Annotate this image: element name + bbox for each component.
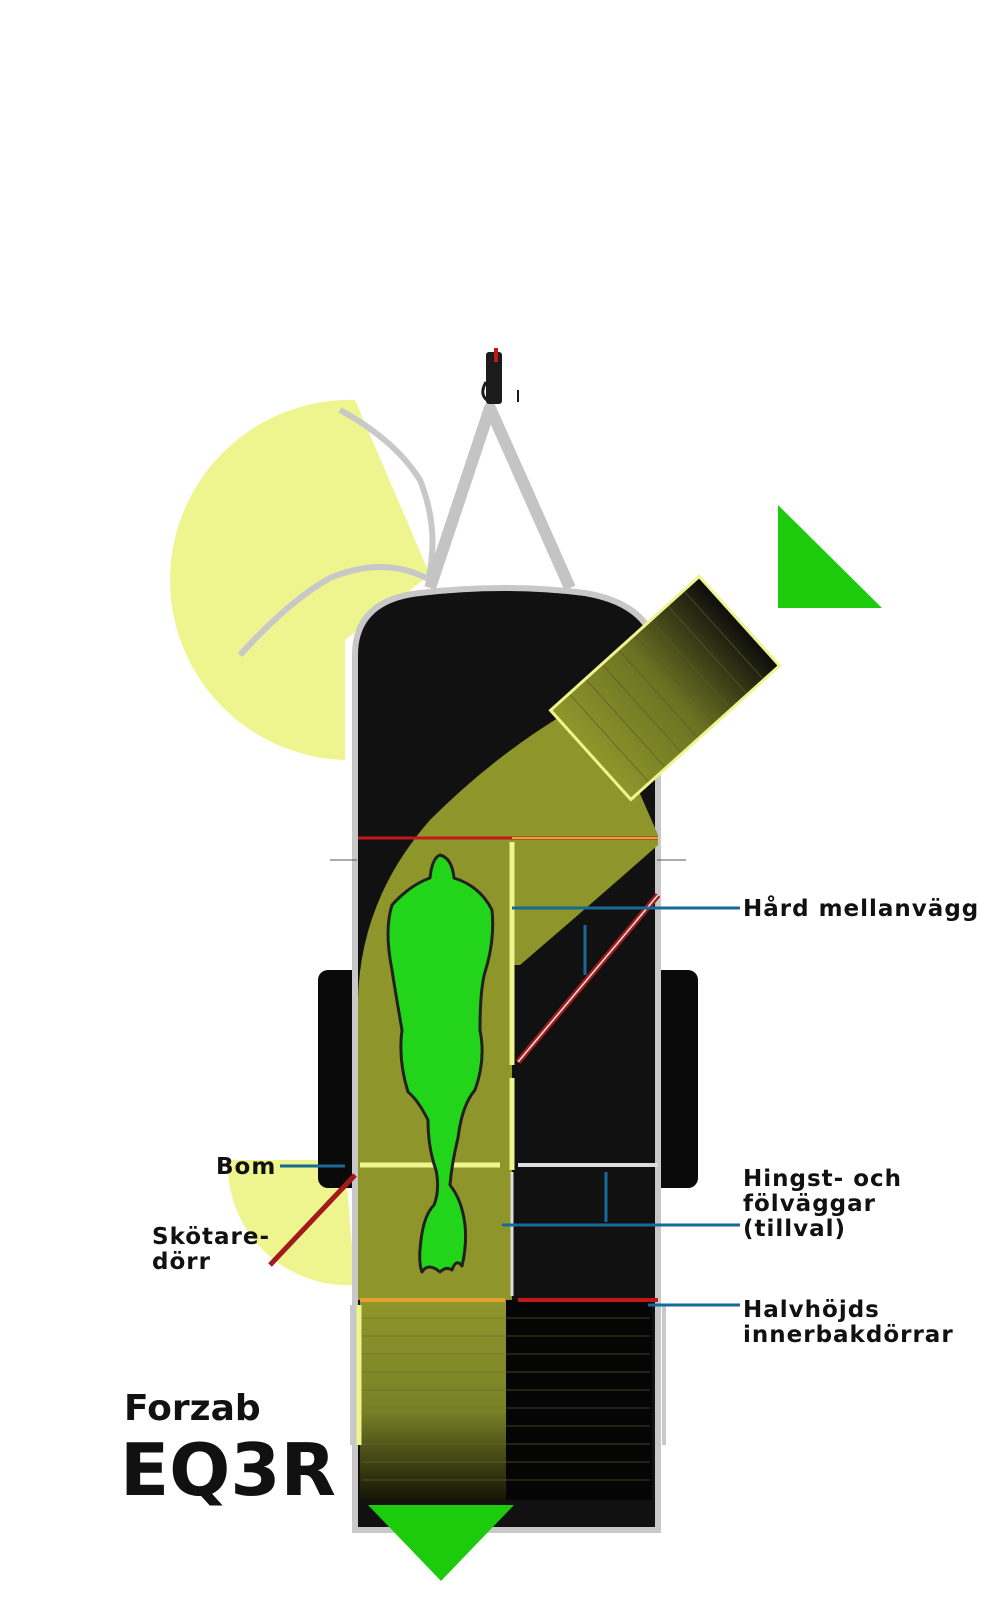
label-groom-door-line1: Skötare-: [152, 1224, 270, 1250]
label-stallion-walls-line2: fölväggar: [743, 1191, 876, 1217]
label-stallion-walls-line3: (tillval): [743, 1216, 846, 1242]
groom-door: [268, 1173, 357, 1267]
drawbar-frame: [424, 402, 576, 591]
label-bar: Bom: [216, 1154, 276, 1180]
label-half-doors-line2: innerbakdörrar: [743, 1322, 954, 1348]
label-hard-partition: Hård mellanvägg: [743, 895, 979, 922]
label-half-doors-line1: Halvhöjds: [743, 1297, 880, 1323]
front-door-leaf-lower: [237, 564, 432, 658]
right-wheel: [652, 970, 698, 1188]
label-stallion-walls-line1: Hingst- och: [743, 1166, 902, 1192]
rear-exit-arrow-icon: [368, 1505, 514, 1581]
groom-door-swing-area: [227, 1160, 355, 1286]
rear-ramp-right: [506, 1300, 652, 1500]
label-groom-door-line2: dörr: [152, 1249, 211, 1275]
horse-icon: [386, 853, 495, 1274]
stallion-foal-wall-highlight: [517, 894, 659, 1063]
front-door-swing-area: [170, 399, 431, 760]
front-door-leaf-upper: [338, 407, 436, 581]
side-exit-arrow-icon: [778, 505, 882, 608]
rear-ramp-left: [360, 1300, 512, 1500]
coupling-head-icon: [481, 348, 519, 404]
side-ramp: [548, 574, 782, 802]
rear-ramp-slats: [362, 1317, 650, 1481]
brand-name: Forzab: [124, 1388, 261, 1429]
brand-model: EQ3R: [120, 1428, 336, 1512]
